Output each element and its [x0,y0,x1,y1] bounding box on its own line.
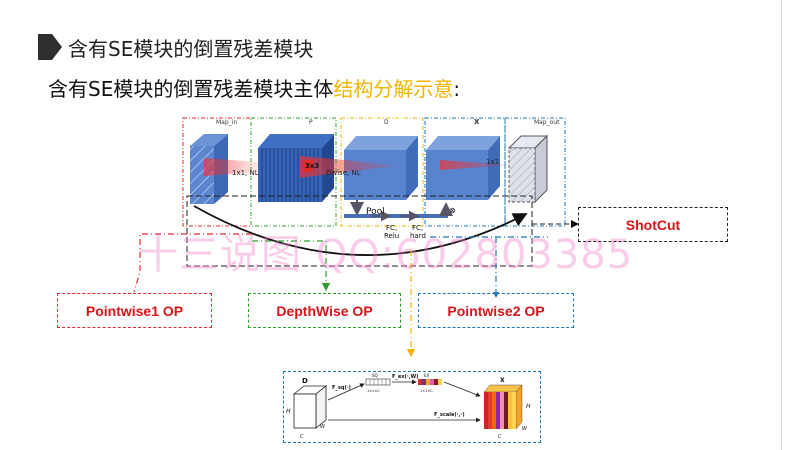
conv2-op-label: 1x1 [486,158,499,166]
se-output-stack [483,384,523,430]
se-fscale-label: F_scale(·,·) [434,412,465,418]
title-marker-icon [38,34,62,60]
conv1-op-label: 1x1, NL [232,169,259,177]
right-divider [781,0,782,450]
fc2-label: FC, [412,224,423,232]
pointwise2-frame [424,117,506,227]
d-cube [344,136,418,200]
subtitle-highlight: 结构分解示意 [333,77,454,101]
se-block-svg: D H W C F_sq(·) SQ 1×1×C F_ex(·,W) EX 1×… [286,373,531,440]
watermark: 十三说图 QQ:602803385 [138,232,634,278]
se-x-label: X [500,377,505,384]
se-input-cube [292,385,328,429]
se-h-label-out: H [526,403,531,410]
x-label: X [474,118,480,126]
map-out-label: Map_out [534,119,560,126]
se-sq-label: SQ [372,373,378,378]
fc2-activation-label: hard [410,232,426,240]
fc1-label: FC, [386,224,397,232]
se-w-label-in: W [320,424,326,430]
se-c-label-in: C [300,434,304,440]
pointwise1-leader [133,233,252,293]
map-out-frame [504,117,566,227]
depthwise-frame-left [250,117,337,227]
fc1-activation-label: Relu [384,232,399,240]
d-label: D [384,119,389,126]
subtitle-main: 含有SE模块的倒置残差模块主体 [48,77,334,101]
se-d-label: D [302,377,308,385]
x-cube [426,136,500,200]
map-out-cube [507,134,549,204]
se-h-label-in: H [286,408,291,415]
shortcut-frame [186,195,533,267]
dw-kernel-label: 3x3 [305,162,319,170]
dw-op-label: Dwise, NL [326,169,361,177]
se-ex-label: EX [424,373,430,378]
scale-multiply-icon: ⊗ [449,206,456,215]
se-w-label-out: W [522,426,528,432]
subtitle-end: : [453,77,461,101]
se-ex-dims: 1×1×C [420,389,433,393]
p-label: P [309,119,313,126]
se-fsq-label: F_sq(·) [332,385,351,391]
se-sq-dims: 1×1×C [367,389,380,393]
subtitle: 含有SE模块的倒置残差模块主体结构分解示意: [48,73,460,102]
shortcut-label: ShotCut [578,207,728,242]
pointwise2-label: Pointwise2 OP [418,293,574,328]
projection-beams [204,156,510,178]
pointwise1-label: Pointwise1 OP [57,293,212,328]
se-flow [344,200,453,222]
pointwise1-frame [182,117,252,227]
depthwise-leader [252,240,331,292]
se-c-label-out: C [498,434,502,440]
se-frame [340,117,424,227]
page-title: 含有SE模块的倒置残差模块 [68,37,314,61]
se-excite-vector [418,379,442,385]
se-block-figure: D H W C F_sq(·) SQ 1×1×C F_ex(·,W) EX 1×… [283,371,541,443]
pointwise2-leader [430,236,548,292]
map-in-label: Map_in [216,119,237,126]
depthwise-label: DepthWise OP [248,293,401,328]
pool-label: Pool [366,207,385,217]
shortcut-arc [193,205,528,256]
se-fex-label: F_ex(·,W) [392,374,418,380]
